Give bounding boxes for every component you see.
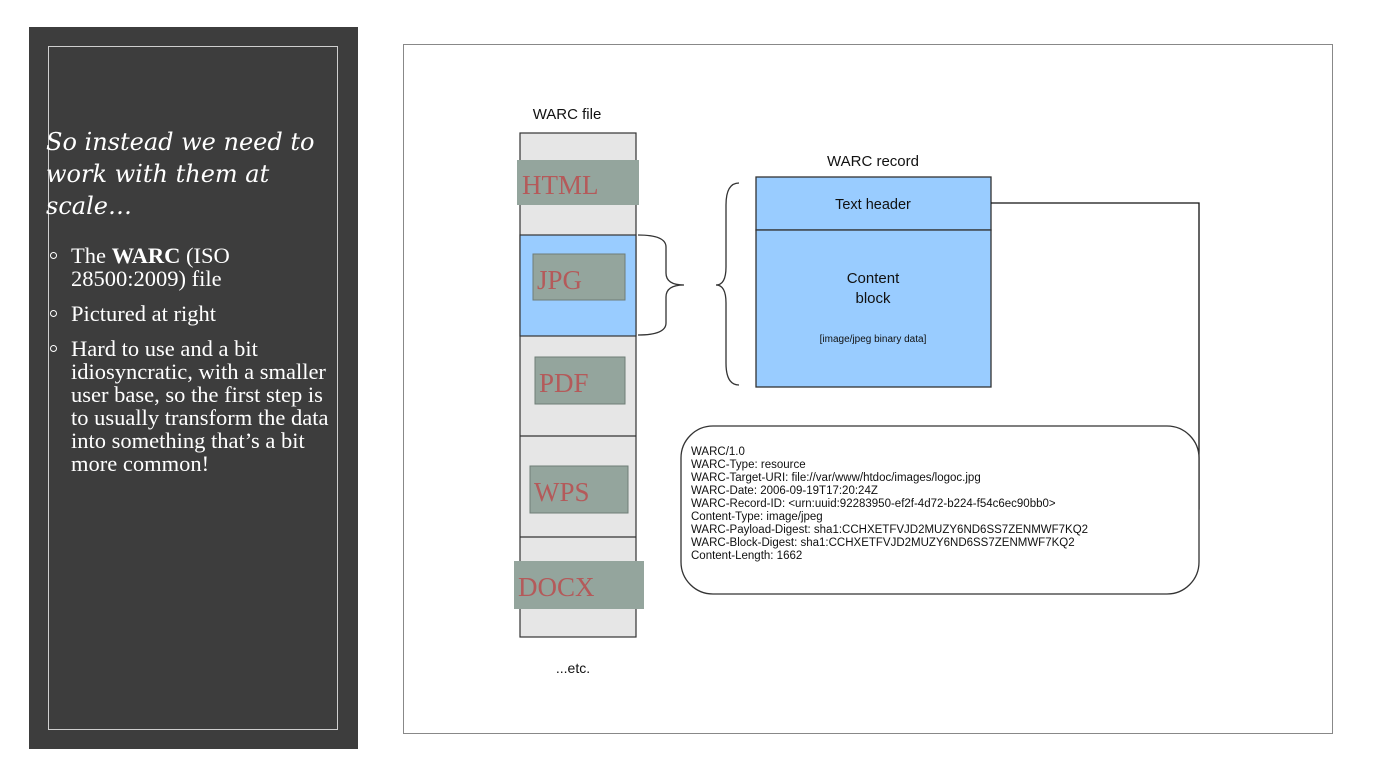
header-line: WARC/1.0 bbox=[691, 446, 745, 458]
file-tag-jpg-box bbox=[532, 253, 626, 301]
diagram-frame: WARC file HTML JPG PDF WPS DOCX ...etc. … bbox=[403, 44, 1333, 734]
etc-label: ...etc. bbox=[556, 660, 590, 676]
file-tag-html-box bbox=[517, 160, 639, 205]
header-line: Content-Type: image/jpeg bbox=[691, 511, 823, 523]
file-tag-pdf-box bbox=[534, 356, 626, 405]
header-line: WARC-Target-URI: file://var/www/htdoc/im… bbox=[691, 472, 981, 484]
header-details-box bbox=[680, 425, 1200, 595]
file-tag-docx: DOCX bbox=[518, 572, 595, 602]
content-block-line2: block bbox=[855, 290, 891, 307]
warc-record-label: WARC record bbox=[827, 153, 919, 170]
bullet-bold-warc: WARC bbox=[111, 243, 181, 268]
warc-diagram: WARC file HTML JPG PDF WPS DOCX ...etc. … bbox=[514, 106, 1200, 676]
file-tag-html: HTML bbox=[522, 170, 599, 200]
file-tag-wps-box bbox=[529, 465, 629, 514]
file-tag-pdf: PDF bbox=[539, 368, 589, 398]
jpg-bracket bbox=[637, 234, 685, 336]
content-block-note: [image/jpeg binary data] bbox=[820, 334, 927, 345]
header-line: WARC-Date: 2006-09-19T17:20:24Z bbox=[691, 485, 878, 497]
file-tag-wps: WPS bbox=[534, 477, 590, 507]
file-tag-jpg: JPG bbox=[537, 265, 582, 295]
text-header-label: Text header bbox=[835, 197, 911, 213]
bullet-text-prefix: The bbox=[71, 243, 112, 268]
content-block-line1: Content bbox=[847, 270, 900, 287]
bullet-item-hard-to-use: Hard to use and a bit idiosyncratic, wit… bbox=[50, 337, 330, 475]
left-panel-frame bbox=[48, 46, 338, 730]
bullet-item-warc: The WARC (ISO 28500:2009) file bbox=[50, 244, 330, 290]
header-line: WARC-Type: resource bbox=[691, 459, 806, 471]
bullet-text-rest: (ISO 28500:2009) file bbox=[71, 243, 230, 291]
header-line: WARC-Payload-Digest: sha1:CCHXETFVJD2MUZ… bbox=[691, 524, 1088, 536]
record-brace bbox=[715, 182, 740, 386]
header-line: WARC-Record-ID: <urn:uuid:92283950-ef2f-… bbox=[691, 498, 1056, 510]
bullet-list: The WARC (ISO 28500:2009) file Pictured … bbox=[50, 244, 330, 487]
header-line: WARC-Block-Digest: sha1:CCHXETFVJD2MUZY6… bbox=[691, 537, 1075, 549]
bullet-item-pictured: Pictured at right bbox=[50, 302, 330, 325]
warc-file-label: WARC file bbox=[533, 106, 602, 123]
header-details-lines: WARC/1.0 WARC-Type: resource WARC-Target… bbox=[691, 446, 1088, 562]
left-panel bbox=[29, 27, 358, 749]
header-line: Content-Length: 1662 bbox=[691, 550, 802, 562]
content-block-box bbox=[755, 229, 992, 388]
slide-title: So instead we need to work with them at … bbox=[46, 128, 315, 220]
file-tag-docx-box bbox=[514, 561, 644, 609]
